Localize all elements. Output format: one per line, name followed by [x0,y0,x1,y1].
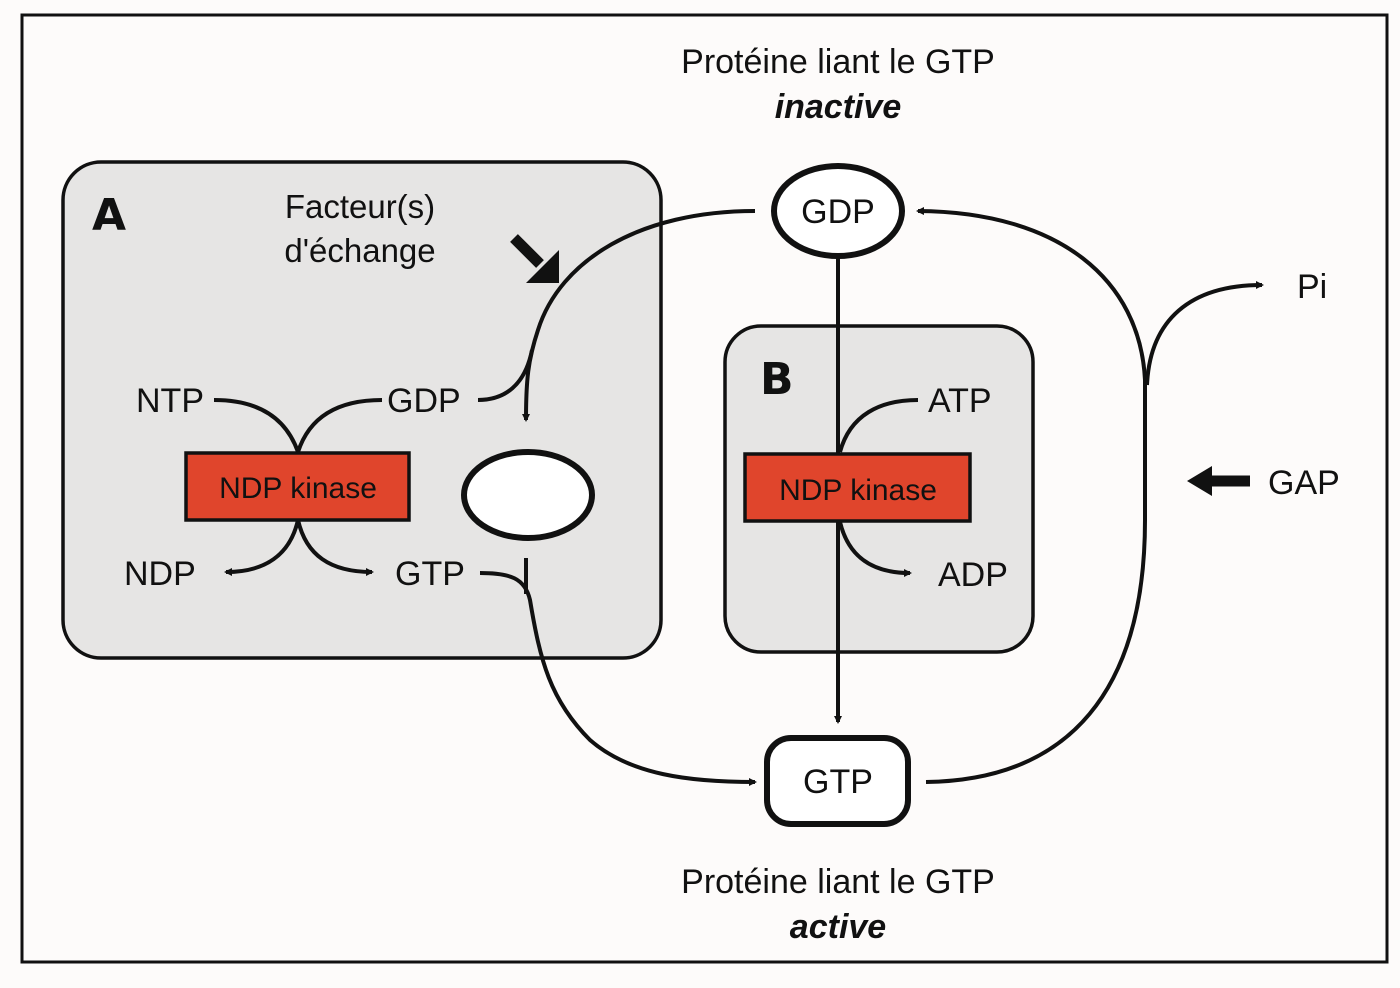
gtp-bound-protein-node [764,735,911,827]
gdp-bound-protein-node [771,163,905,259]
adp-label: ADP [938,556,1008,594]
active-state-label: active [790,908,886,946]
gtp-node-label: GTP [803,763,873,801]
exchange-factor-arrow-icon [510,234,559,283]
ndp-kinase-b-label: NDP kinase [779,474,937,507]
atp-input-curve [838,398,919,453]
exchange-factor-label: Facteur(s) [285,188,435,225]
panel-a-letter: A [92,190,126,241]
adp-output-curve [838,521,912,577]
inactive-protein-title: Protéine liant le GTP [681,43,995,81]
ndp-kinase-a-box [184,451,411,522]
gdp-node-label: GDP [801,193,875,231]
ndp-output-curve [224,519,300,576]
ndp-label: NDP [124,555,196,593]
gtp-hydrolysis-path [916,207,1147,784]
ntp-label: NTP [136,382,204,420]
gtp-output-curve [296,519,374,576]
atp-label: ATP [928,382,992,420]
gdp-substrate-label: GDP [387,382,461,420]
active-protein-title: Protéine liant le GTP [681,863,995,901]
gtp-uptake-path [479,571,757,786]
gap-label: GAP [1268,464,1340,502]
ntp-input-curve [213,398,300,453]
gtp-product-label: GTP [395,555,465,593]
ndp-kinase-a-label: NDP kinase [219,472,377,505]
exchange-factor-label-2: d'échange [284,232,435,269]
gdp-release-path [522,209,756,422]
gdp-input-curve [296,398,383,453]
gap-arrow-icon [1187,466,1250,496]
panel-b-letter: B [760,354,794,405]
pi-label: Pi [1297,268,1327,306]
empty-protein-node [461,449,595,541]
pi-release-path [1145,281,1264,386]
inactive-state-label: inactive [775,88,902,126]
ndp-kinase-b-box [743,452,972,523]
gdp-release-branch [477,349,534,402]
